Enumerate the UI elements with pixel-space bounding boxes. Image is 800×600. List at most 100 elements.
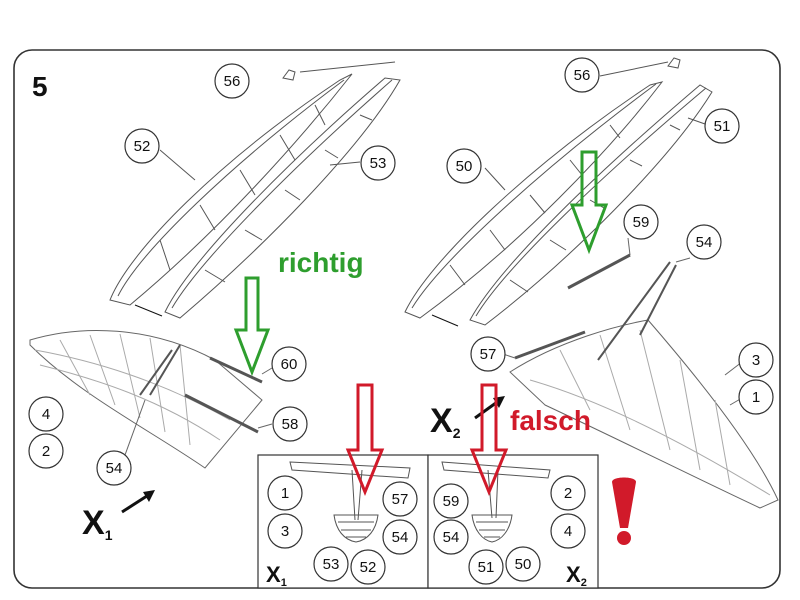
callout-circle: [28, 396, 64, 432]
leader-53: [329, 161, 361, 166]
detail-x1-hull: [333, 514, 379, 543]
part-callout-d1-52: 52: [350, 549, 386, 585]
leader-50: [484, 167, 506, 191]
part-callout-p2-left: 2: [28, 433, 64, 469]
part-callout-p51-right: 51: [704, 108, 740, 144]
part-callout-d1-57: 57: [382, 481, 418, 517]
part-callout-p54-left: 54: [96, 450, 132, 486]
view-label-x1: X1: [82, 504, 113, 543]
wing-left-spars: [34, 349, 231, 441]
view-label-x1-sub: 1: [105, 527, 113, 543]
detail-x2-strut-b: [495, 469, 499, 519]
detail-label-x2-sub: 2: [581, 577, 587, 589]
leader-60: [261, 367, 273, 375]
part-callout-p56-left: 56: [214, 63, 250, 99]
part-callout-d2-50: 50: [505, 546, 541, 582]
leader-56-left: [299, 61, 396, 73]
part-callout-d1-3: 3: [267, 513, 303, 549]
callout-circle: [267, 475, 303, 511]
callout-number: 54: [696, 234, 713, 251]
callout-number: 54: [443, 529, 460, 546]
detail-x1-strut-a: [351, 469, 356, 521]
callout-number: 54: [392, 529, 409, 546]
left-floats: [109, 61, 401, 319]
detail-label-x1-main: X: [266, 562, 281, 587]
callout-circle: [686, 224, 722, 260]
detail-x1-strut-b: [357, 469, 363, 521]
part-callout-d2-4: 4: [550, 513, 586, 549]
float-51-seams: [509, 124, 681, 293]
spacing-arrow-right: [431, 314, 459, 327]
part-callout-p53: 53: [360, 145, 396, 181]
leader-51: [687, 117, 706, 125]
callout-circle: [446, 148, 482, 184]
callout-circle: [738, 379, 774, 415]
wing-right-ribs: [559, 329, 731, 486]
callout-circle: [470, 336, 506, 372]
float-53-seams: [204, 114, 373, 283]
callout-number: 52: [134, 138, 151, 155]
callout-number: 50: [456, 158, 473, 175]
callout-number: 57: [392, 491, 409, 508]
callout-number: 58: [282, 416, 299, 433]
part-callout-p1-right: 1: [738, 379, 774, 415]
callout-number: 54: [106, 460, 123, 477]
callout-circle: [96, 450, 132, 486]
callout-number: 1: [752, 389, 760, 406]
detail-x2-hull: [471, 514, 513, 543]
part-callout-d2-59: 59: [433, 483, 469, 519]
float-52-deck: [117, 79, 345, 297]
float-50-deck: [411, 83, 657, 309]
correct-arrow-right: [569, 150, 609, 255]
detail-label-x1: X1: [266, 562, 287, 589]
part-56-left-shape: [282, 69, 296, 81]
callout-circle: [564, 57, 600, 93]
callout-number: 50: [515, 556, 532, 573]
wing-left-outline: [29, 329, 263, 469]
wing-left-ribs: [59, 333, 191, 446]
callout-number: 56: [224, 73, 241, 90]
detail-x2-strut-a: [487, 469, 493, 519]
callout-circle: [360, 145, 396, 181]
strut-54-right-a: [597, 261, 671, 361]
correct-arrow-left: [233, 276, 271, 377]
float-52-seams: [159, 104, 326, 271]
part-callout-p59-right: 59: [623, 204, 659, 240]
leader-54-right: [675, 257, 691, 263]
leader-59: [627, 237, 631, 256]
wing-right-outline: [509, 319, 779, 509]
detail-x1-drawing: [289, 461, 411, 543]
leader-56-right: [599, 61, 669, 77]
part-56-right-shape: [667, 57, 681, 69]
detail-x1-hull-lines: [338, 521, 374, 538]
spacing-arrow-left: [134, 304, 163, 317]
float-51-deck: [475, 87, 707, 317]
detail-x2-wing: [441, 461, 551, 479]
callout-number: 2: [564, 485, 572, 502]
view-label-x2-sub: 2: [453, 425, 461, 441]
part-callout-p4-left: 4: [28, 396, 64, 432]
detail-x2-hull-lines: [476, 521, 508, 538]
strut-58: [184, 393, 259, 434]
view-arrow-x1-head: [143, 490, 155, 502]
strut-57: [514, 330, 586, 360]
callout-number: 53: [370, 155, 387, 172]
callout-circle: [350, 549, 386, 585]
callout-circle: [313, 546, 349, 582]
part-callout-p60: 60: [271, 346, 307, 382]
callout-circle: [433, 519, 469, 555]
left-wing: [29, 329, 273, 469]
callout-circle: [272, 406, 308, 442]
detail-x2-drawing: [441, 461, 551, 543]
part-callout-d1-53: 53: [313, 546, 349, 582]
callout-number: 59: [633, 214, 650, 231]
part-callout-d2-51: 51: [468, 549, 504, 585]
callout-circle: [28, 433, 64, 469]
float-51: [469, 84, 713, 326]
step-number: 5: [32, 71, 48, 102]
part-callout-p57-right: 57: [470, 336, 506, 372]
callout-number: 59: [443, 493, 460, 510]
callout-circle: [623, 204, 659, 240]
callout-circle: [550, 513, 586, 549]
